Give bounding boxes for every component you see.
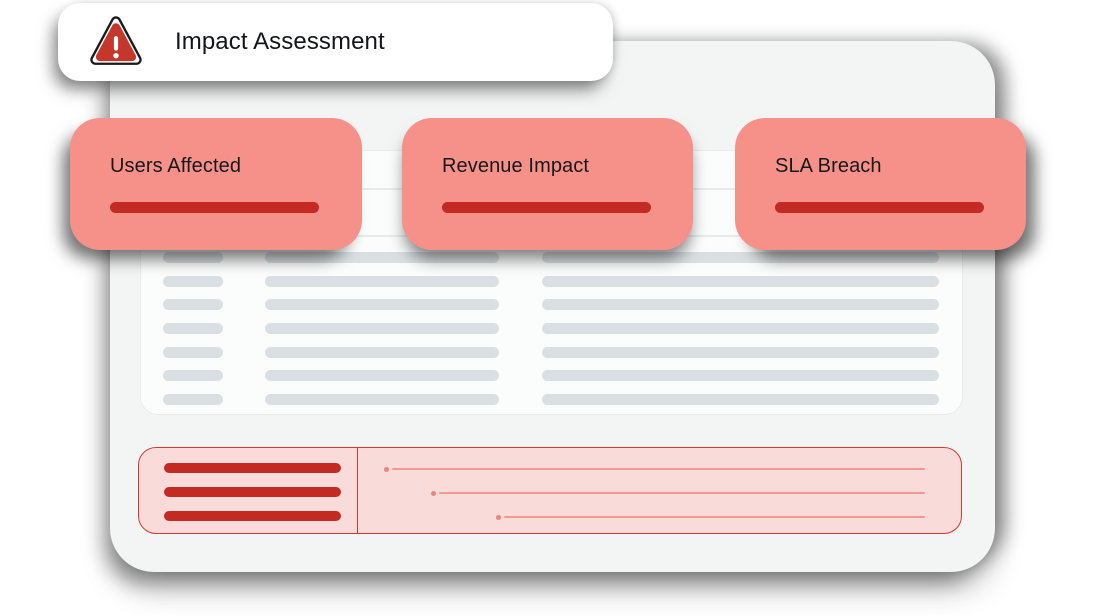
metric-card-label: Users Affected <box>110 155 242 177</box>
metric-card-label: SLA Breach <box>775 155 882 177</box>
skeleton-bar <box>542 323 939 335</box>
metric-card-label: Revenue Impact <box>442 155 590 177</box>
skeleton-bar <box>265 370 499 382</box>
summary-panel-right <box>358 448 961 533</box>
table-skeleton-row <box>141 252 962 263</box>
skeleton-bar <box>542 346 939 358</box>
metric-value-bar <box>110 202 319 213</box>
summary-bar <box>164 463 341 473</box>
table-skeleton-rows <box>141 252 962 406</box>
skeleton-bar <box>163 370 223 382</box>
skeleton-bar <box>163 252 223 263</box>
metric-card-sla-breach: SLA Breach <box>735 118 1026 250</box>
skeleton-bar <box>542 299 939 311</box>
skeleton-bar <box>265 346 499 358</box>
line-start-dot <box>496 514 501 520</box>
skeleton-bar <box>265 299 499 311</box>
summary-line <box>392 468 925 470</box>
table-skeleton-row <box>141 346 962 358</box>
skeleton-bar <box>265 275 499 287</box>
table-skeleton-row <box>141 299 962 311</box>
summary-line-row <box>384 464 961 474</box>
summary-panel-left <box>139 448 358 533</box>
skeleton-bar <box>265 323 499 335</box>
summary-line-row <box>496 512 961 522</box>
metric-value-bar <box>775 202 984 213</box>
metric-card-users-affected: Users Affected <box>70 118 362 250</box>
table-skeleton-row <box>141 323 962 335</box>
skeleton-bar <box>163 275 223 287</box>
page-title: Impact Assessment <box>175 28 385 55</box>
summary-panel <box>138 447 962 534</box>
table-skeleton-row <box>141 394 962 406</box>
summary-line <box>504 516 925 518</box>
line-start-dot <box>431 490 436 496</box>
line-start-dot <box>384 466 389 472</box>
table-skeleton-row <box>141 370 962 382</box>
metric-card-revenue-impact: Revenue Impact <box>402 118 693 250</box>
skeleton-bar <box>542 275 939 287</box>
skeleton-bar <box>265 252 499 263</box>
summary-line <box>439 492 925 494</box>
table-skeleton-row <box>141 275 962 287</box>
skeleton-bar <box>163 323 223 335</box>
summary-line-row <box>431 488 961 498</box>
summary-bar <box>164 511 341 521</box>
skeleton-bar <box>265 394 499 406</box>
skeleton-bar <box>163 299 223 311</box>
summary-bar <box>164 487 341 497</box>
metric-value-bar <box>442 202 651 213</box>
skeleton-bar <box>163 346 223 358</box>
title-card: Impact Assessment <box>58 3 613 81</box>
skeleton-bar <box>542 252 939 263</box>
skeleton-bar <box>163 394 223 406</box>
skeleton-bar <box>542 370 939 382</box>
skeleton-bar <box>542 394 939 406</box>
warning-triangle-icon <box>90 16 142 65</box>
